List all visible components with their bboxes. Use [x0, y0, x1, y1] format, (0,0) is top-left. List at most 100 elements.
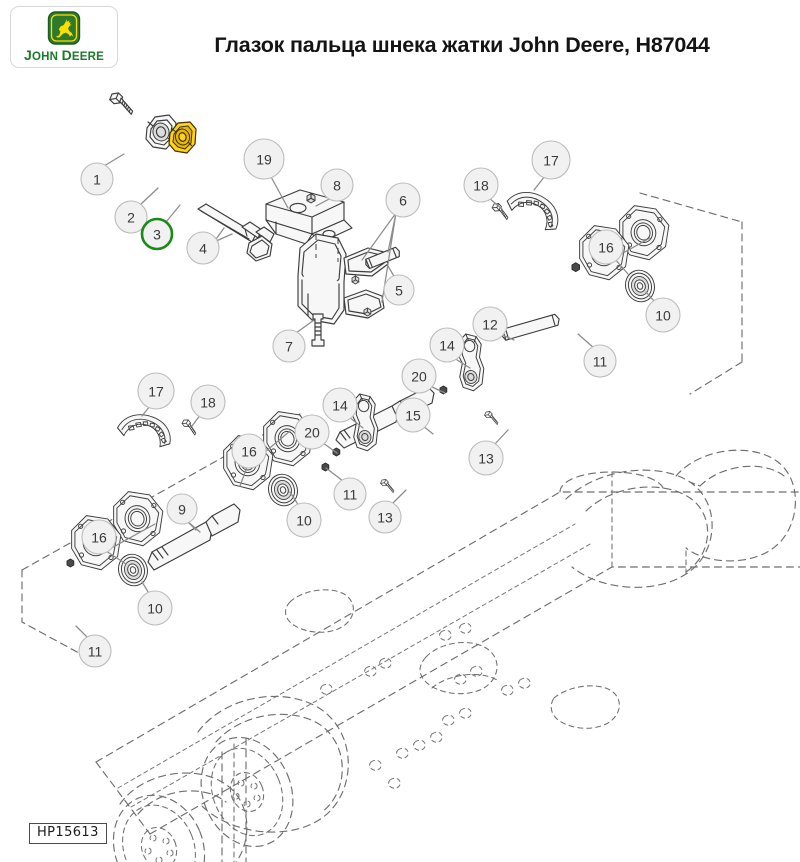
callout-bubble[interactable] [531, 140, 571, 180]
callout-15[interactable]: 15 [395, 397, 431, 433]
callout-19[interactable]: 19 [243, 138, 285, 180]
callout-16[interactable]: 16 [231, 433, 267, 469]
part-10-bearing-left [113, 549, 153, 591]
callout-bubble[interactable] [383, 274, 415, 306]
callout-number: 7 [285, 339, 293, 355]
callout-number: 16 [91, 530, 107, 546]
callout-11[interactable]: 11 [78, 634, 112, 668]
callout-number: 10 [655, 308, 671, 324]
callout-11[interactable]: 11 [333, 477, 367, 511]
callout-bubble[interactable] [190, 384, 226, 420]
callout-2[interactable]: 2 [114, 200, 148, 234]
callout-number: 17 [148, 384, 164, 400]
callout-7[interactable]: 7 [272, 329, 306, 363]
callout-number: 20 [411, 369, 427, 385]
part-center-cast-body [297, 233, 389, 325]
callout-bubble[interactable] [395, 397, 431, 433]
callout-number: 10 [147, 601, 163, 617]
part-17-guard-right [503, 181, 568, 238]
callout-3-selected[interactable]: 3 [140, 217, 174, 251]
callout-bubbles: 1231986457181716101112142013151420111317… [78, 138, 681, 668]
callout-number: 2 [127, 210, 135, 226]
callout-16[interactable]: 16 [81, 519, 117, 555]
callout-11[interactable]: 11 [583, 344, 617, 378]
part-3-finger-eye-highlighted[interactable] [168, 121, 197, 154]
callout-bubble[interactable] [468, 440, 504, 476]
callout-bubble[interactable] [645, 297, 681, 333]
callout-bubble[interactable] [583, 344, 617, 378]
callout-13[interactable]: 13 [468, 440, 504, 476]
callout-9[interactable]: 9 [166, 493, 198, 525]
part-8-nut [306, 193, 316, 204]
callout-bubble[interactable] [231, 433, 267, 469]
callout-number: 6 [399, 193, 407, 209]
callout-10[interactable]: 10 [137, 590, 173, 626]
callout-bubble[interactable] [80, 162, 114, 196]
callout-number: 9 [178, 502, 186, 518]
callout-bubble[interactable] [186, 231, 220, 265]
callout-20[interactable]: 20 [401, 358, 437, 394]
callout-number: 5 [395, 283, 403, 299]
callout-17[interactable]: 17 [137, 372, 175, 410]
part-4-link-rods [197, 203, 275, 262]
callout-bubble[interactable] [114, 200, 148, 234]
callout-14[interactable]: 14 [429, 327, 465, 363]
callout-5[interactable]: 5 [383, 274, 415, 306]
callout-number: 17 [543, 153, 559, 169]
callout-bubble[interactable] [322, 387, 358, 423]
callout-number: 18 [473, 178, 489, 194]
callout-number: 18 [200, 395, 216, 411]
part-5-roll-pin [365, 246, 400, 270]
callout-bubble[interactable] [286, 502, 322, 538]
part-16-flange-left-rear [113, 491, 164, 547]
callout-bubble[interactable] [140, 217, 174, 251]
callout-6[interactable]: 6 [385, 182, 421, 218]
callout-13[interactable]: 13 [368, 500, 402, 534]
callout-17[interactable]: 17 [531, 140, 571, 180]
callout-bubble[interactable] [272, 329, 306, 363]
callout-bubble[interactable] [78, 634, 112, 668]
callout-bubble[interactable] [166, 493, 198, 525]
callout-bubble[interactable] [588, 229, 624, 265]
callout-number: 15 [405, 408, 421, 424]
callout-bubble[interactable] [294, 414, 330, 450]
callout-8[interactable]: 8 [320, 168, 354, 202]
part-2-retainer [145, 114, 177, 150]
callout-10[interactable]: 10 [645, 297, 681, 333]
callout-18[interactable]: 18 [190, 384, 226, 420]
callout-bubble[interactable] [81, 519, 117, 555]
callout-bubble[interactable] [243, 138, 285, 180]
callout-bubble[interactable] [429, 327, 465, 363]
callout-bubble[interactable] [401, 358, 437, 394]
callout-number: 13 [377, 510, 393, 526]
part-17-guard-left [115, 405, 178, 454]
callout-16[interactable]: 16 [588, 229, 624, 265]
callout-10[interactable]: 10 [286, 502, 322, 538]
callout-1[interactable]: 1 [80, 162, 114, 196]
callout-14[interactable]: 14 [322, 387, 358, 423]
callout-12[interactable]: 12 [472, 306, 508, 342]
part-13-bolt-right [482, 409, 502, 425]
callout-number: 1 [93, 172, 101, 188]
callout-number: 14 [332, 398, 348, 414]
callout-number: 19 [256, 152, 272, 168]
callout-bubble[interactable] [137, 372, 175, 410]
callout-bubble[interactable] [320, 168, 354, 202]
callout-bubble[interactable] [463, 167, 499, 203]
callout-number: 11 [593, 354, 608, 370]
callout-bubble[interactable] [368, 500, 402, 534]
auger-phantom-outline [21, 192, 800, 862]
page-title: Глазок пальца шнека жатки John Deere, H8… [214, 32, 710, 57]
callout-20[interactable]: 20 [294, 414, 330, 450]
callout-bubble[interactable] [333, 477, 367, 511]
callout-4[interactable]: 4 [186, 231, 220, 265]
callout-bubble[interactable] [137, 590, 173, 626]
part-7-long-bolt [311, 313, 325, 347]
part-1-cap-screw [107, 90, 138, 115]
callout-bubble[interactable] [472, 306, 508, 342]
john-deere-wordmark: JOHN DEERE [24, 46, 104, 63]
part-9-splined-shaft [147, 503, 241, 571]
callout-number: 20 [304, 425, 320, 441]
callout-18[interactable]: 18 [463, 167, 499, 203]
callout-bubble[interactable] [385, 182, 421, 218]
